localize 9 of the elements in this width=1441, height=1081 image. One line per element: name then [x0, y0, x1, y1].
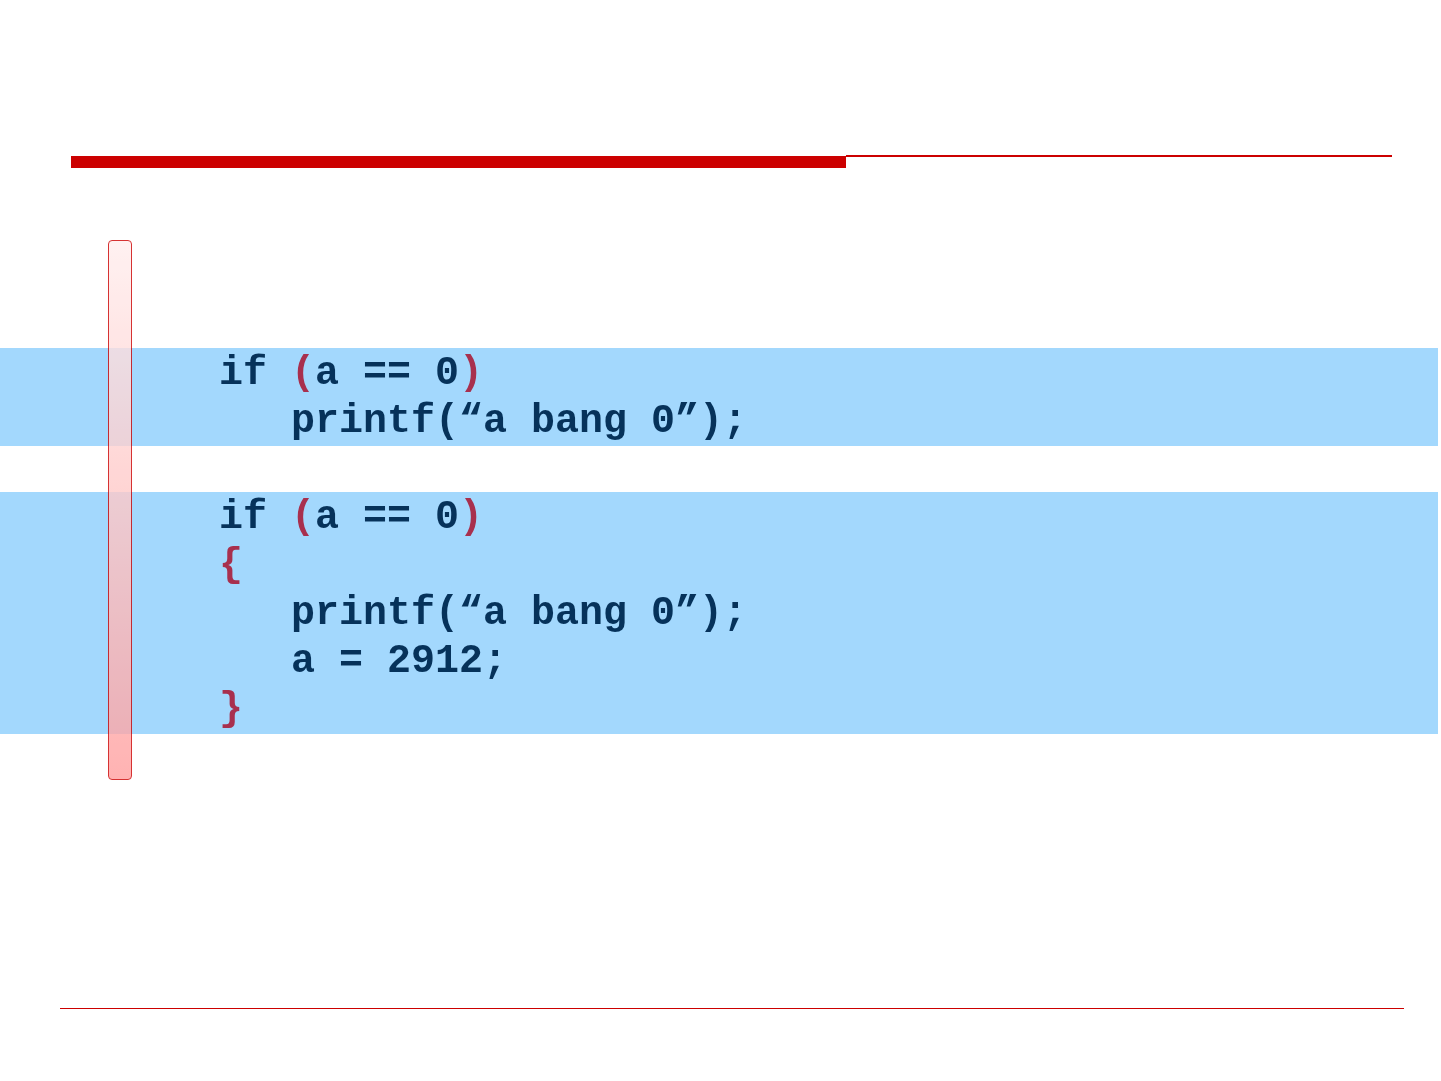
code-line: { — [219, 542, 243, 590]
code-line: if (a == 0) — [219, 494, 484, 542]
code-line: a = 2912; — [291, 638, 508, 686]
code-highlight-band — [0, 348, 1438, 446]
code-highlight-band — [0, 492, 1438, 734]
code-line: printf(“a bang 0”); — [291, 590, 748, 638]
code-line: printf(“a bang 0”); — [291, 398, 748, 446]
code-line: } — [219, 686, 243, 734]
code-line: if (a == 0) — [219, 350, 484, 398]
